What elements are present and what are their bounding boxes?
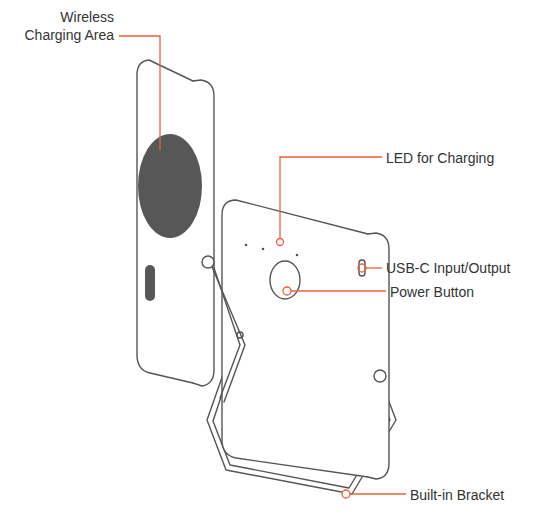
- leader-dot: [358, 264, 366, 272]
- front-bracket-inner: [214, 268, 240, 398]
- leader-line: [350, 493, 406, 494]
- bracket-pivot: [374, 370, 386, 382]
- magnet-alignment-pill: [145, 265, 155, 301]
- back-housing: [222, 200, 381, 477]
- leader-line: [119, 36, 160, 150]
- leader-dot: [277, 239, 284, 246]
- front-bracket-pivot: [202, 256, 214, 268]
- usb-c-port: [359, 260, 365, 276]
- callout-label: Built-in Bracket: [410, 486, 504, 504]
- power-button: [270, 261, 300, 299]
- leader-dot: [283, 287, 291, 295]
- front-housing-edge: [193, 80, 214, 386]
- leader-line: [291, 290, 386, 291]
- callout-label: LED for Charging: [386, 149, 494, 167]
- leader-line: [366, 267, 382, 268]
- leader-line: [280, 157, 382, 238]
- callout-label: USB-C Input/Output: [386, 259, 511, 277]
- back-housing-edge: [368, 233, 389, 479]
- front-bracket: [210, 262, 245, 402]
- callout-label: Power Button: [390, 283, 474, 301]
- leader-dot: [342, 490, 350, 498]
- callout-label: Wireless Charging Area: [12, 8, 114, 44]
- wireless-charging-pad: [138, 134, 202, 238]
